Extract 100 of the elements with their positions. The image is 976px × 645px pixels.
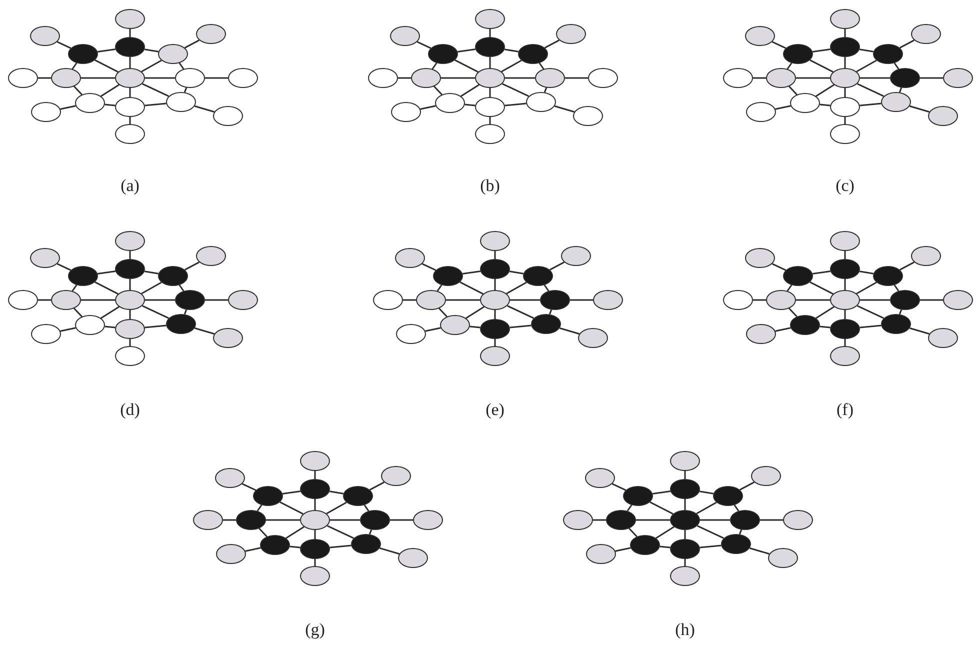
ellipse-node: [158, 44, 188, 64]
ellipse-node: [830, 9, 860, 29]
ellipse-node: [593, 290, 623, 310]
connector-line: [559, 327, 580, 335]
ellipse-node: [766, 290, 796, 310]
connector-line: [403, 299, 416, 301]
connector-line: [369, 482, 385, 490]
ellipse-node: [751, 466, 781, 486]
ellipse-node: [360, 510, 390, 530]
ellipse-node: [531, 314, 561, 334]
connector-line: [129, 57, 131, 68]
connector-line: [434, 86, 442, 96]
ellipse-node: [623, 486, 653, 506]
connector-line: [330, 519, 360, 521]
connector-line: [38, 77, 51, 79]
ellipse-node: [398, 548, 428, 568]
connector-line: [820, 104, 830, 106]
connector-line: [326, 502, 347, 514]
connector-line: [94, 281, 118, 295]
connector-line: [72, 284, 78, 292]
ellipse-node: [300, 479, 330, 499]
connector-line: [438, 308, 448, 318]
ellipse-node: [396, 324, 426, 344]
connector-line: [860, 299, 890, 301]
connector-line: [314, 530, 316, 539]
connector-line: [812, 270, 830, 275]
connector-line: [56, 41, 72, 49]
panel-caption: (g): [305, 620, 325, 640]
ellipse-node: [216, 544, 246, 564]
connector-line: [796, 77, 830, 79]
connector-line: [129, 339, 131, 346]
connector-line: [660, 546, 670, 548]
connector-line: [593, 519, 606, 521]
connector-line: [506, 305, 534, 319]
connector-line: [184, 262, 200, 270]
connector-line: [749, 547, 770, 555]
connector-line: [501, 60, 522, 72]
ellipse-node: [260, 535, 290, 555]
connector-line: [184, 40, 200, 48]
ellipse-node: [300, 539, 330, 559]
connector-line: [920, 77, 943, 79]
ellipse-node: [766, 68, 796, 88]
ellipse-node: [115, 9, 145, 29]
connector-line: [734, 504, 740, 512]
connector-line: [258, 528, 268, 538]
ellipse-node: [630, 535, 660, 555]
ellipse-node: [606, 510, 636, 530]
ellipse-node: [745, 26, 775, 46]
connector-line: [194, 327, 215, 335]
connector-line: [502, 83, 530, 97]
ellipse-node: [790, 315, 820, 335]
connector-line: [509, 270, 524, 274]
connector-line: [494, 251, 496, 259]
connector-line: [753, 77, 766, 79]
connector-line: [859, 270, 874, 274]
connector-line: [290, 546, 300, 548]
ellipse-node: [115, 124, 145, 144]
ellipse-node: [236, 510, 266, 530]
ellipse-node: [790, 93, 820, 113]
connector-line: [470, 326, 480, 328]
connector-line: [129, 88, 131, 97]
connector-line: [145, 77, 175, 79]
ellipse-node: [768, 548, 798, 568]
ellipse-node: [480, 290, 510, 310]
ellipse-node: [540, 290, 570, 310]
ellipse-node: [411, 68, 441, 88]
connector-line: [506, 282, 527, 294]
ellipse-node: [881, 92, 911, 112]
ellipse-node: [253, 486, 283, 506]
connector-line: [570, 299, 593, 301]
connector-line: [860, 102, 882, 106]
connector-line: [786, 284, 792, 292]
connector-line: [446, 299, 480, 301]
connector-line: [60, 327, 76, 332]
ellipse-node: [830, 290, 860, 310]
connector-line: [810, 281, 834, 295]
connector-line: [844, 88, 846, 97]
connector-line: [504, 48, 519, 52]
ellipse-node: [196, 24, 226, 44]
ellipse-node: [746, 102, 776, 122]
connector-line: [856, 305, 884, 319]
ellipse-node: [873, 44, 903, 64]
ellipse-node: [830, 97, 860, 117]
ellipse-node: [193, 510, 223, 530]
ellipse-node: [115, 231, 145, 251]
ellipse-node: [300, 566, 330, 586]
ellipse-node: [300, 510, 330, 530]
ellipse-node: [723, 68, 753, 88]
connector-line: [436, 284, 442, 292]
ellipse-node: [475, 37, 505, 57]
connector-line: [129, 251, 131, 259]
connector-line: [844, 57, 846, 68]
ellipse-node: [556, 24, 586, 44]
connector-line: [859, 48, 874, 52]
connector-line: [899, 40, 915, 48]
connector-line: [489, 88, 491, 97]
connector-line: [462, 270, 480, 275]
connector-line: [223, 519, 236, 521]
ellipse-node: [343, 486, 373, 506]
ellipse-node: [783, 266, 813, 286]
